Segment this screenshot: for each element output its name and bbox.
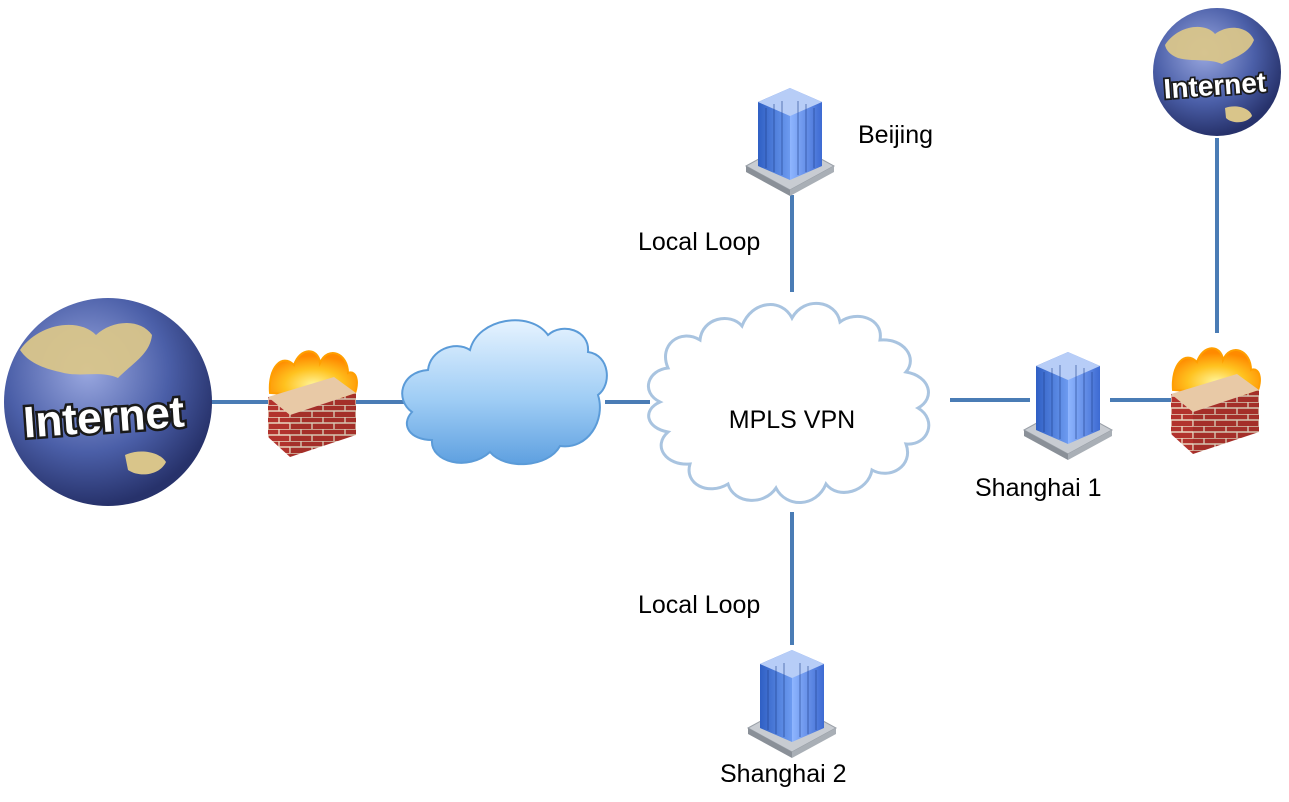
shanghai1-label: Shanghai 1 (975, 474, 1102, 502)
firewall-right (1170, 347, 1261, 455)
building-icon (745, 87, 835, 197)
beijing-building (745, 87, 835, 197)
beijing-label: Beijing (858, 121, 933, 149)
firewall-icon (1170, 347, 1261, 455)
local-loop-label-top: Local Loop (638, 228, 760, 256)
internet-globe-left: Internet (4, 298, 212, 506)
cloud-icon (401, 319, 608, 466)
firewall-left (267, 350, 358, 458)
shanghai2-label: Shanghai 2 (720, 760, 847, 788)
building-icon (747, 649, 837, 759)
mpls-vpn-cloud: MPLS VPN (647, 301, 931, 504)
links (210, 138, 1219, 645)
internet-globe-right: Internet (1153, 8, 1281, 136)
building-icon (1023, 351, 1113, 461)
firewall-icon (267, 350, 358, 458)
mpls-vpn-label: MPLS VPN (729, 406, 855, 434)
local-loop-label-bottom: Local Loop (638, 591, 760, 619)
cloud-left (401, 319, 608, 466)
shanghai2-building (747, 649, 837, 759)
shanghai1-building (1023, 351, 1113, 461)
cloud-icon (647, 301, 931, 504)
